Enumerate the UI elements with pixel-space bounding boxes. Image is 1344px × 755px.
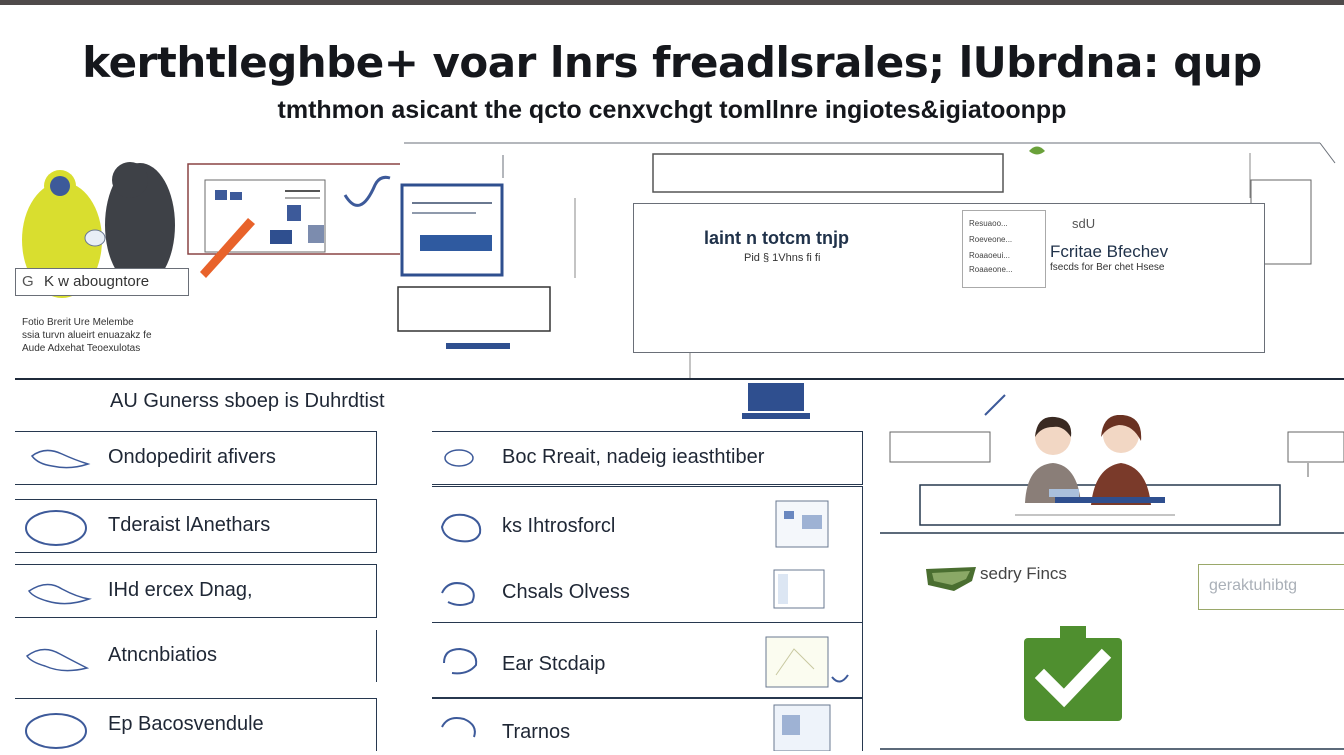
person-illustration-icon — [22, 162, 405, 298]
list-item[interactable]: Ep Bacosvendule — [15, 698, 377, 751]
list-item-label: Boc Rreait, nadeig ieasthtiber — [502, 446, 765, 468]
list-item-label: ks Ihtrosforcl — [502, 515, 616, 537]
oval-icon — [440, 513, 482, 543]
badge-icon: G — [22, 273, 34, 290]
checkmark-icon[interactable] — [1024, 626, 1122, 721]
card-list-line: Resuaoo... — [969, 219, 1008, 228]
card-tag: sdU — [1072, 216, 1096, 231]
section-divider — [15, 378, 1344, 380]
center-info-panel: laint n totcm tnjp Pid § 1Vhns fi fi — [633, 203, 1265, 353]
list-item[interactable]: Boc Rreait, nadeig ieasthtiber — [432, 431, 863, 485]
caption-line: Aude Adxehat Teoexulotas — [22, 343, 141, 354]
list-item[interactable]: ks Ihtrosforcl — [432, 486, 863, 566]
hand-icon — [443, 647, 478, 675]
list-item-label: Atncnbiatios — [108, 644, 217, 666]
page-title: kerthtleghbe+ voar lnrs freadlsrales; lU… — [82, 38, 1262, 87]
people-illustration-icon — [1015, 414, 1175, 521]
status-label: sedry Fincs — [980, 564, 1067, 583]
status-icon — [924, 565, 978, 593]
page-subtitle: tmthmon asicant the qcto cenxvchgt tomll… — [277, 96, 1067, 124]
right-card: Resuaoo... Roeveone... Roaaoeui... Roaae… — [962, 210, 1046, 288]
card-list-line: Roeveone... — [969, 235, 1013, 244]
illustration — [0, 150, 405, 365]
card-list-line: Roaaeone... — [969, 265, 1013, 274]
list-item-label: Ondopedirit afivers — [108, 446, 276, 468]
status-field[interactable]: geraktuhibtg — [1198, 564, 1344, 610]
list-item-label: Tderaist lAnethars — [108, 514, 271, 536]
list-item-label: IHd ercex Dnag, — [108, 579, 253, 601]
list-item-label: Trarnos — [502, 721, 571, 743]
card-desc: fsecds for Ber chet Hsese — [1050, 262, 1165, 273]
illustration-caption: Fotio Brerit Ure Melembe ssia turvn alue… — [22, 316, 152, 355]
list-item-label: Ep Bacosvendule — [108, 713, 264, 735]
list-item[interactable]: Trarnos — [432, 698, 863, 751]
status-field-value: geraktuhibtg — [1209, 577, 1298, 594]
hand-icon — [441, 582, 475, 606]
list-item[interactable]: IHd ercex Dnag, — [15, 564, 377, 618]
center-subline: Pid § 1Vhns fi fi — [744, 252, 821, 264]
hand-icon — [25, 648, 90, 672]
hand-icon — [444, 449, 474, 467]
list-item-label: Chsals Olvess — [502, 581, 630, 603]
card-title: Fcritae Bfechev — [1050, 242, 1169, 261]
document-icon — [773, 704, 831, 751]
hand-icon — [30, 449, 91, 469]
document-icon — [775, 500, 829, 548]
top-bar — [0, 0, 1344, 5]
section-label: AU Gunerss sboep is Duhrdtist — [110, 390, 385, 412]
card-list-line: Roaaoeui... — [969, 251, 1010, 260]
oval-icon — [441, 717, 476, 738]
document-icon — [765, 636, 849, 688]
list-item[interactable]: Tderaist lAnethars — [15, 499, 377, 553]
list-item[interactable]: Ondopedirit afivers — [15, 431, 377, 485]
center-headline: laint n totcm tnjp — [704, 228, 849, 248]
document-icon — [773, 569, 825, 609]
oval-icon — [25, 510, 87, 546]
badge-label: K w abougntore — [44, 273, 150, 290]
oval-icon — [25, 713, 87, 749]
list-item[interactable]: Chsals Olvess — [432, 564, 863, 623]
caption-line: Fotio Brerit Ure Melembe — [22, 317, 134, 328]
monitor-icon — [396, 183, 556, 358]
hand-icon — [27, 583, 92, 605]
caption-line: ssia turvn alueirt enuazakz fe — [22, 330, 152, 341]
list-item[interactable]: Atncnbiatios — [15, 630, 377, 682]
list-item-label: Ear Stcdaip — [502, 653, 606, 675]
list-item[interactable]: Ear Stcdaip — [432, 622, 863, 698]
leaf-icon — [1028, 144, 1046, 158]
illustration-badge: G K w abougntore — [15, 268, 189, 296]
laptop-icon — [742, 383, 810, 423]
